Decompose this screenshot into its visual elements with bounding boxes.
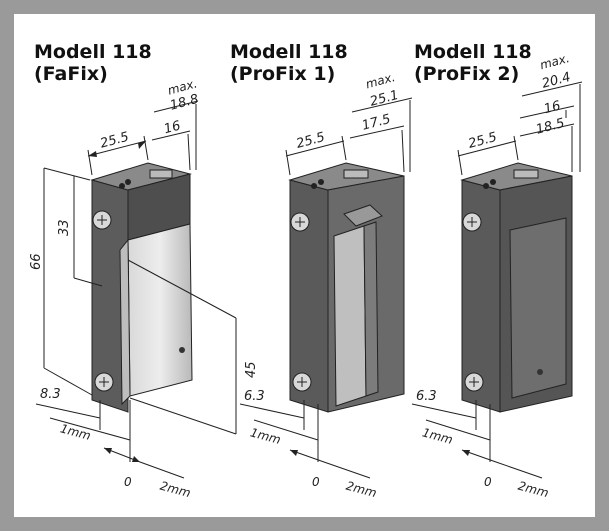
svg-text:max.: max. [538,51,571,72]
svg-text:66: 66 [29,253,44,270]
model2-title-line2: (ProFix 1) [230,63,335,85]
svg-text:18.8: 18.8 [168,92,200,114]
model3-title-line2: (ProFix 2) [414,63,519,85]
model1-title-line1: Modell 118 [34,41,152,63]
model2-drawing [288,162,405,413]
svg-text:2mm: 2mm [345,479,379,501]
svg-text:17.5: 17.5 [360,112,392,134]
svg-text:1mm: 1mm [249,425,283,447]
svg-text:25.5: 25.5 [467,130,499,152]
svg-text:8.3: 8.3 [40,387,61,402]
svg-text:33: 33 [57,219,72,236]
model3-drawing [460,162,573,413]
svg-text:1mm: 1mm [59,421,93,443]
svg-text:2mm: 2mm [517,479,551,501]
svg-text:1mm: 1mm [421,425,455,447]
svg-text:25.5: 25.5 [99,130,131,152]
svg-text:25.5: 25.5 [295,130,327,152]
svg-text:25.1: 25.1 [368,88,400,110]
model3-title-line1: Modell 118 [414,41,532,63]
svg-text:18.5: 18.5 [534,116,566,138]
svg-text:0: 0 [484,475,492,489]
svg-text:0: 0 [124,475,132,489]
svg-text:16: 16 [542,99,562,118]
model2-title-line1: Modell 118 [230,41,348,63]
svg-text:6.3: 6.3 [244,389,265,404]
model1-title-line2: (FaFix) [34,63,108,85]
svg-text:16: 16 [162,119,182,138]
svg-text:6.3: 6.3 [416,389,437,404]
svg-text:0: 0 [312,475,320,489]
svg-text:20.4: 20.4 [540,70,572,92]
svg-text:45: 45 [244,361,259,378]
svg-text:2mm: 2mm [159,479,193,501]
model1-drawing [90,162,193,413]
